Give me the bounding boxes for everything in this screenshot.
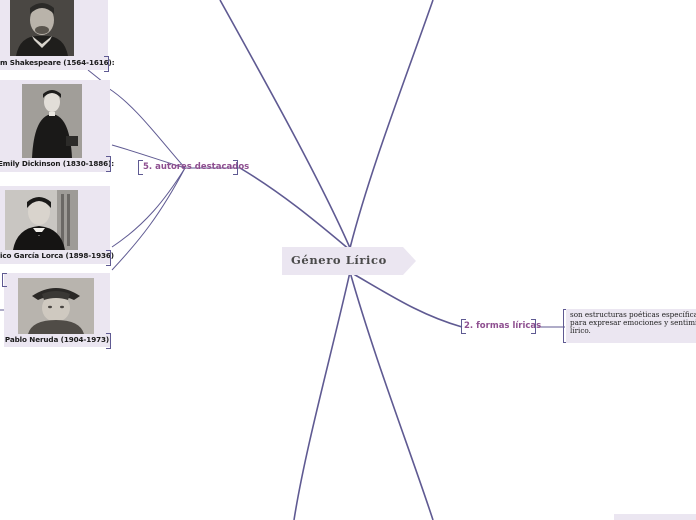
author-card-lorca[interactable]: ico García Lorca (1898-1936) xyxy=(0,186,114,264)
forms-topic-bracket-right xyxy=(531,319,536,334)
branch-authors xyxy=(239,167,351,251)
author-card-neruda[interactable]: Pablo Neruda (1904-1973) xyxy=(4,273,110,347)
branch-top-right xyxy=(349,0,434,249)
forms-note-line-2: para expresar emociones y sentimientos xyxy=(570,318,696,327)
central-title: Género Lírico xyxy=(291,253,387,267)
branch-lines xyxy=(219,0,463,520)
branch-forms xyxy=(349,271,463,328)
dickinson-portrait xyxy=(22,84,82,158)
shakespeare-caption: m Shakespeare (1564-1616): xyxy=(0,58,115,67)
neruda-portrait xyxy=(18,278,94,334)
forms-note-line-3: lírico. xyxy=(570,326,591,335)
line-lorca xyxy=(111,167,186,248)
authors-topic-bracket-left xyxy=(138,160,143,175)
neruda-bracket-left xyxy=(2,273,7,287)
line-shakespeare xyxy=(107,87,186,169)
forms-note-bracket xyxy=(563,309,568,343)
offscreen-card-bottom-right[interactable] xyxy=(614,514,696,520)
author-card-dickinson[interactable]: Emily Dickinson (1830-1886): xyxy=(0,80,115,172)
topic-forms[interactable]: 2. formas líricas xyxy=(464,321,542,331)
branch-bottom-left xyxy=(293,271,351,520)
forms-note-line-1: son estructuras poéticas específicas que xyxy=(570,310,696,319)
forms-topic-bracket-left xyxy=(461,319,466,334)
central-node[interactable] xyxy=(282,247,416,275)
shakespeare-bracket xyxy=(104,56,109,72)
dickinson-caption: Emily Dickinson (1830-1886): xyxy=(0,159,115,168)
authors-topic-bracket-right xyxy=(233,160,238,175)
forms-note[interactable]: son estructuras poéticas específicas que… xyxy=(566,309,696,343)
shakespeare-portrait xyxy=(10,0,74,56)
topic-authors[interactable]: 5. autores destacados xyxy=(143,162,250,172)
line-neruda xyxy=(111,167,186,271)
branch-bottom-right xyxy=(349,271,434,520)
branch-top-left xyxy=(219,0,351,249)
author-card-shakespeare[interactable]: m Shakespeare (1564-1616): xyxy=(0,0,115,70)
line-dickinson xyxy=(111,144,186,169)
lorca-portrait xyxy=(5,190,78,250)
neruda-bracket xyxy=(106,333,111,349)
dickinson-bracket xyxy=(106,156,111,172)
neruda-caption: Pablo Neruda (1904-1973) xyxy=(4,335,110,344)
lorca-bracket xyxy=(106,250,111,266)
lorca-caption: ico García Lorca (1898-1936) xyxy=(0,251,114,260)
